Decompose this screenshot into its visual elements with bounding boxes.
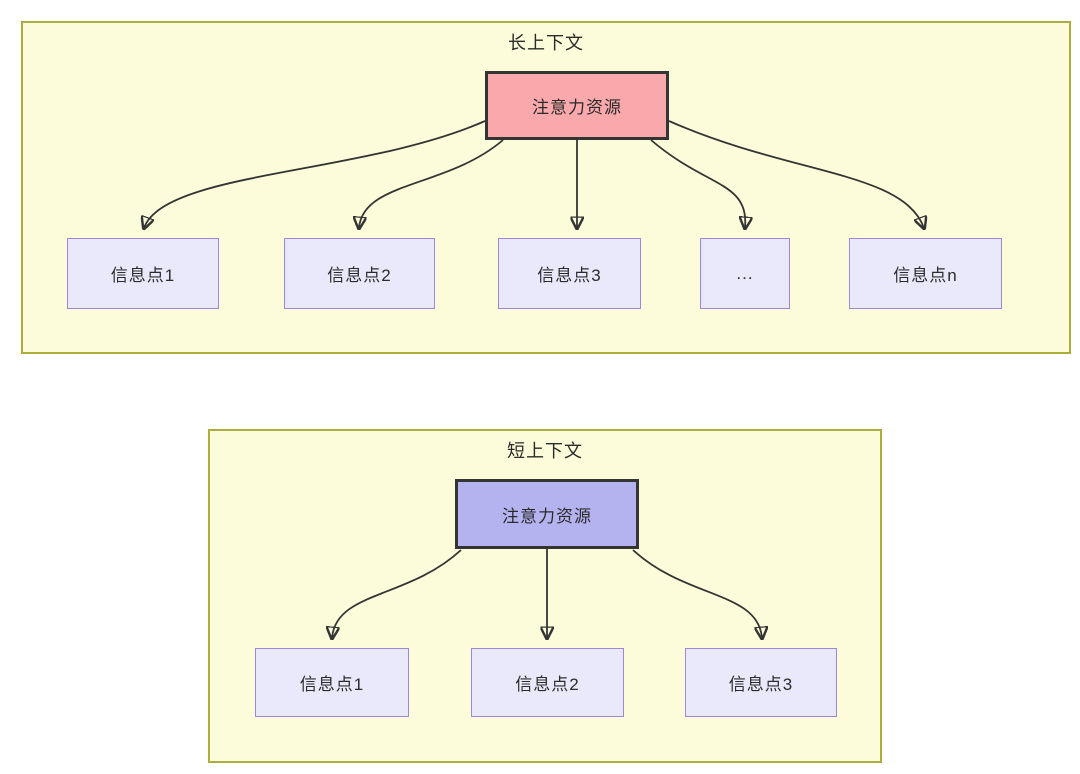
node-info-point-2-long: 信息点2: [284, 238, 435, 309]
node-info-point-3-short: 信息点3: [685, 648, 837, 717]
short-context-title: 短上下文: [507, 441, 583, 461]
node-attention-resource-short: 注意力资源: [455, 479, 639, 549]
node-info-point-2-short: 信息点2: [471, 648, 624, 717]
short-context-panel: 短上下文 注意力资源 信息点1 信息点2 信息点3: [208, 429, 882, 763]
long-context-panel: 长上下文 注意力资源 信息点1 信息点2 信息点3 ... 信息点n: [21, 21, 1071, 354]
edge-short-1: [332, 549, 462, 638]
node-info-point-1-short: 信息点1: [255, 648, 409, 717]
node-info-point-ellipsis-long: ...: [700, 238, 790, 309]
node-info-point-3-long: 信息点3: [498, 238, 641, 309]
edge-long-4: [650, 139, 745, 228]
edge-short-3: [632, 549, 762, 638]
edge-long-2: [359, 139, 504, 228]
edge-long-5: [668, 120, 924, 228]
node-info-point-1-long: 信息点1: [67, 238, 219, 309]
node-attention-resource-long: 注意力资源: [485, 71, 669, 140]
edge-long-1: [144, 120, 486, 228]
node-info-point-n-long: 信息点n: [849, 238, 1002, 309]
long-context-title: 长上下文: [508, 33, 584, 53]
